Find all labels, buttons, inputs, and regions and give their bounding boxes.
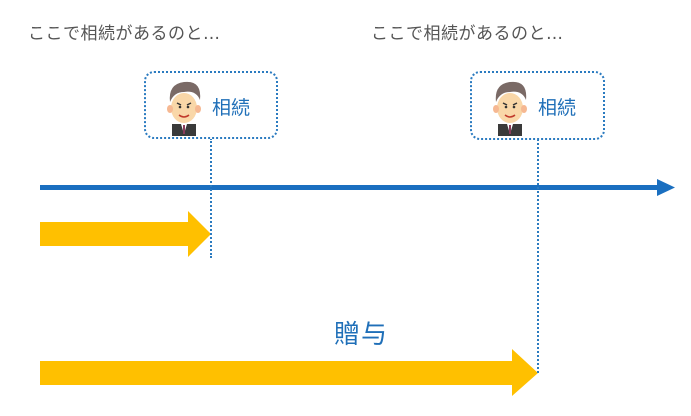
timeline-axis bbox=[40, 185, 660, 190]
caption-left: ここで相続があるのと… bbox=[28, 24, 221, 44]
timeline-arrowhead bbox=[657, 179, 675, 196]
event-line-right bbox=[537, 139, 539, 373]
caption-right: ここで相続があるのと… bbox=[371, 24, 564, 44]
event-label: 相続 bbox=[212, 97, 251, 119]
gift-label: 贈与 bbox=[334, 320, 389, 350]
inheritance-event-right: 相続 bbox=[470, 71, 605, 140]
businessman-icon bbox=[167, 81, 201, 136]
long-period-arrow bbox=[40, 349, 538, 396]
inheritance-event-left: 相続 bbox=[144, 71, 278, 139]
event-line-left bbox=[210, 138, 212, 258]
businessman-icon bbox=[493, 81, 527, 136]
short-period-arrow bbox=[40, 211, 211, 257]
event-label: 相続 bbox=[538, 97, 577, 119]
